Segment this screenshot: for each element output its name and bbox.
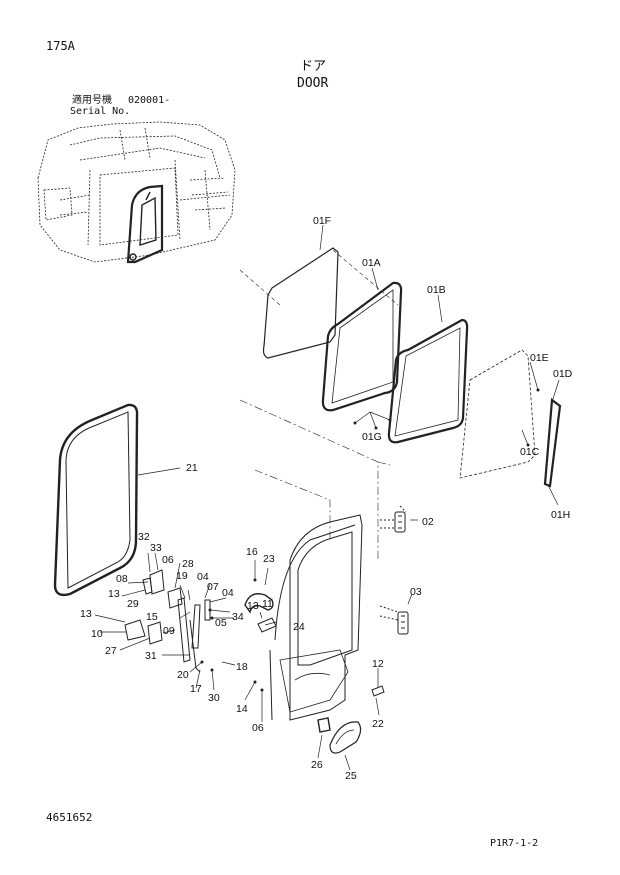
label-24: 24 — [293, 621, 305, 633]
machine-cab-illustration — [37, 121, 236, 263]
label-10: 10 — [91, 628, 103, 640]
label-06-bottom: 06 — [252, 722, 264, 734]
label-08: 08 — [116, 573, 128, 585]
label-13-right: 13 — [247, 600, 259, 612]
label-23: 23 — [263, 553, 275, 565]
label-21: 21 — [186, 462, 198, 474]
label-09: 09 — [163, 625, 175, 637]
label-29: 29 — [127, 598, 139, 610]
trim-25 — [329, 721, 362, 754]
label-04-a: 04 — [197, 571, 209, 583]
glass-01F — [262, 247, 339, 359]
label-01H: 01H — [551, 509, 570, 521]
label-32: 32 — [138, 531, 150, 543]
label-01F: 01F — [313, 215, 331, 227]
fastener-dots — [200, 388, 540, 692]
hinge-02 — [380, 505, 407, 533]
label-14: 14 — [236, 703, 248, 715]
label-27: 27 — [105, 645, 117, 657]
label-28: 28 — [182, 558, 194, 570]
leader-lines — [94, 224, 560, 771]
label-13-left: 13 — [108, 588, 120, 600]
label-19: 19 — [176, 570, 188, 582]
hinge-03 — [379, 605, 409, 635]
label-02: 02 — [422, 516, 434, 528]
rod-31 — [189, 619, 201, 673]
label-03: 03 — [410, 586, 422, 598]
title-english: DOOR — [297, 76, 329, 91]
label-16: 16 — [246, 546, 258, 558]
label-13-mid: 13 — [80, 608, 92, 620]
glass-01A — [321, 281, 403, 412]
label-07: 07 — [207, 581, 219, 593]
label-01B: 01B — [427, 284, 446, 296]
label-11: 11 — [262, 598, 273, 610]
applicable-label-jp: 適用号機 — [72, 95, 112, 106]
page-reference: P1R7-1-2 — [490, 838, 539, 849]
label-01C: 01C — [520, 446, 540, 458]
label-01A: 01A — [362, 257, 381, 269]
label-20: 20 — [177, 669, 189, 681]
door-frame-outline — [239, 399, 391, 560]
door-body — [269, 514, 363, 721]
label-25: 25 — [345, 770, 357, 782]
label-12: 12 — [372, 658, 384, 670]
pin-22 — [371, 685, 385, 697]
glass-01B — [387, 318, 469, 444]
label-22: 22 — [372, 718, 384, 730]
label-31: 31 — [145, 650, 157, 662]
label-01G: 01G — [362, 431, 382, 443]
seal-21 — [53, 403, 139, 597]
strip-01H — [543, 397, 562, 488]
label-05: 05 — [215, 617, 227, 629]
latch-24 — [257, 617, 277, 633]
highlighted-door — [126, 184, 164, 264]
serial-label: Serial No. — [70, 106, 131, 117]
label-01E: 01E — [530, 352, 549, 364]
label-06-top: 06 — [162, 554, 174, 566]
label-26: 26 — [311, 759, 323, 771]
glass-01E — [459, 349, 536, 479]
label-34: 34 — [232, 611, 244, 623]
part-labels: 01F 01A 01B 01E 01D 01C 01G 01H 21 02 03… — [80, 215, 573, 782]
label-17: 17 — [190, 683, 202, 695]
label-15: 15 — [146, 611, 158, 623]
label-33: 33 — [150, 542, 162, 554]
label-30: 30 — [208, 692, 220, 704]
serial-number: 020001- — [128, 95, 171, 106]
label-01D: 01D — [553, 368, 573, 380]
lock-parts — [124, 569, 211, 663]
page-code: 175A — [46, 39, 75, 53]
label-04-b: 04 — [222, 587, 234, 599]
handle-23 — [244, 593, 274, 614]
label-18: 18 — [236, 661, 248, 673]
part-26 — [317, 717, 331, 733]
document-number: 4651652 — [46, 811, 93, 824]
title-japanese: ドア — [300, 58, 327, 73]
